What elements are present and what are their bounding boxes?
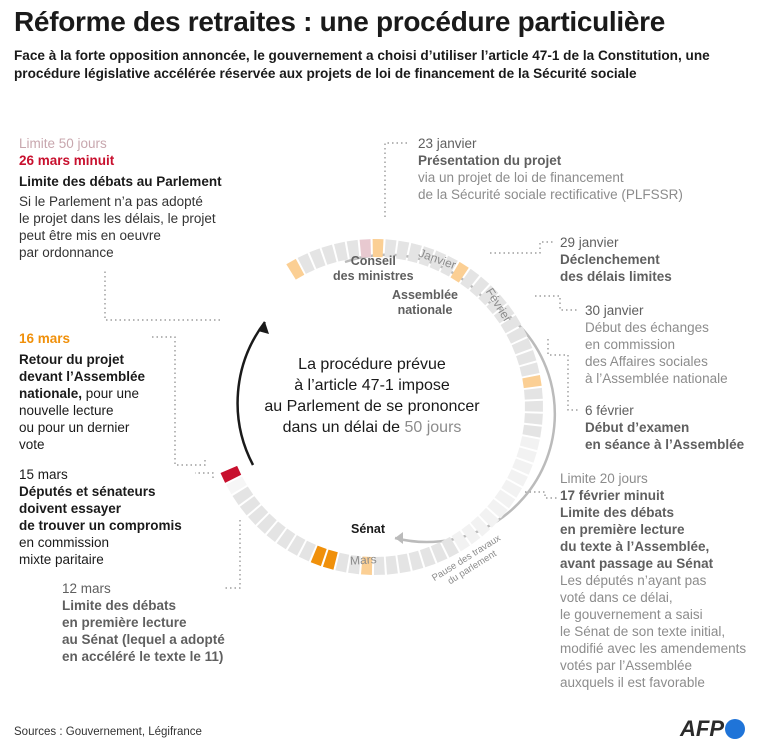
day-segment [522,424,542,438]
day-segment [287,535,306,556]
day-segment [470,516,491,537]
day-segment [298,540,316,562]
day-segment [469,276,490,297]
day-segment [451,530,470,552]
event-26-mars: Limite 50 jours 26 mars minuit Limite de… [19,136,222,260]
center-text: La procédure prévue à l’article 47-1 imp… [264,356,480,436]
event-30-janvier: 30 janvier Début des échanges en commiss… [585,303,728,386]
page-subtitle: Face à la forte opposition annoncée, le … [14,48,710,81]
day-segment [248,505,269,525]
event-6-fevrier: 6 février Début d’examen en séance à l’A… [585,403,745,452]
day-segment [461,523,481,545]
day-segment [385,555,398,575]
senat-label: Sénat [351,522,386,536]
day-segment [335,552,350,573]
day-segment [220,465,242,483]
day-segment [441,536,459,558]
day-segment [479,507,500,528]
day-segment [494,489,516,509]
day-segment [522,375,542,389]
day-segment [493,304,515,324]
day-segment [418,246,435,267]
day-segment [286,258,305,280]
day-segment [524,413,543,425]
day-segment [374,556,385,575]
day-segment [511,337,533,355]
day-segment [232,486,254,506]
day-segment [429,250,447,272]
page-title: Réforme des retraites : une procédure pa… [14,6,665,37]
day-segment [507,469,528,487]
return-arrowhead [258,322,269,334]
day-segment [519,436,540,451]
day-segment [346,239,360,260]
day-segment [361,556,373,575]
day-segment [501,479,522,498]
day-segment [322,549,338,570]
day-segment [419,546,436,568]
day-segment [512,458,533,475]
return-arc [236,321,266,466]
day-segment [396,240,410,261]
day-segment [321,244,337,265]
day-segment [359,239,371,258]
day-segment [226,476,247,495]
day-segment [309,248,326,269]
event-12-mars: 12 mars Limite des débats en première le… [62,581,225,664]
day-segment [524,400,543,412]
ring-segments [220,239,543,575]
day-segment [460,268,480,290]
day-segment [486,294,507,314]
day-segment [407,243,422,263]
day-segment [266,521,286,542]
day-segment [348,555,361,575]
event-15-mars: 15 mars Députés et sénateurs doivent ess… [19,467,182,567]
event-16-mars: 16 mars Retour du projet devant l’Assemb… [19,331,146,452]
day-segment [524,387,543,400]
day-segment [516,447,537,463]
arc-arrowhead [395,532,403,544]
afp-logo: AFP [680,716,745,742]
day-segment [397,553,411,574]
day-segment [506,326,528,344]
day-segment [256,513,277,534]
day-segment [478,285,499,306]
day-segment [276,528,296,550]
day-segment [310,545,327,567]
sources: Sources : Gouvernement, Légifrance [14,726,202,738]
mars-label: Mars [349,552,378,568]
day-segment [450,261,469,283]
leader-lines [104,142,580,589]
day-segment [440,255,458,277]
day-segment [519,362,540,377]
day-segment [430,542,448,563]
event-17-fevrier: Limite 20 jours 17 février minuit Limite… [560,471,747,690]
day-segment [500,315,522,334]
day-segment [297,253,315,274]
day-segment [516,350,537,366]
event-29-janvier: 29 janvier Déclenchement des délais limi… [560,235,672,284]
day-segment [372,239,384,258]
day-segment [239,496,261,516]
event-23-janvier: 23 janvier Présentation du projet via un… [418,136,683,202]
day-segment [334,241,348,262]
day-segment [487,499,508,519]
day-segment [408,550,424,571]
day-segment [384,239,397,259]
